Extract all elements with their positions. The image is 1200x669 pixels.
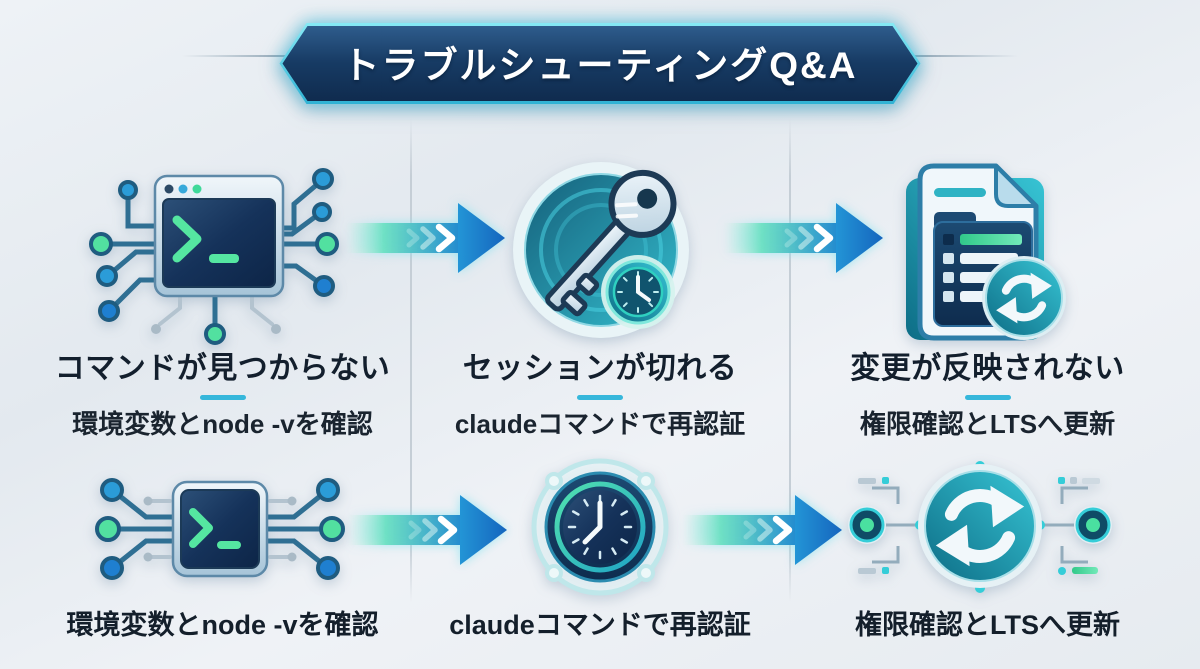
- flow-arrow-4: [683, 495, 842, 565]
- circuit-lines: [872, 486, 1088, 564]
- terminal-window: [171, 480, 269, 578]
- terminal-window: [153, 174, 285, 298]
- sync-circle-icon: [918, 464, 1042, 588]
- answer-text: 環境変数とnode -vを確認: [72, 409, 373, 439]
- bottom-label-3: 権限確認とLTSへ更新: [855, 610, 1120, 640]
- circuit-traces: [112, 490, 328, 568]
- sync-badge-icon: [982, 256, 1066, 340]
- key-session-clock-icon: [513, 162, 689, 338]
- folded-corner: [994, 164, 1038, 208]
- column-divider-2: [789, 118, 791, 602]
- node-right: [1074, 506, 1112, 544]
- terminal-circuit-icon: [89, 168, 339, 345]
- chevron-right-icon: [408, 515, 458, 545]
- column-changes-not-applied: 変更が反映されない 権限確認とLTSへ更新: [795, 351, 1180, 440]
- document-sync-icon: [906, 163, 1066, 341]
- question-heading: 変更が反映されない: [850, 352, 1125, 385]
- banner-side-line-right: [906, 55, 1018, 57]
- question-heading: セッションが切れる: [462, 352, 738, 385]
- answer-text: claudeコマンドで再認証: [454, 409, 746, 439]
- terminal-chip-icon: [95, 478, 345, 580]
- column-command-not-found: コマンドが見つからない 環境変数とnode -vを確認: [25, 351, 420, 440]
- question-heading: コマンドが見つからない: [54, 352, 391, 385]
- chevron-right-icon: [406, 223, 456, 253]
- banner-glow-border: トラブルシューティングQ&A: [280, 23, 921, 104]
- banner-side-line-left: [182, 55, 294, 57]
- circuit-nodes: [89, 168, 339, 345]
- circuit-dashes: [858, 477, 1100, 575]
- prompt-cursor: [217, 541, 241, 549]
- accent-underline: [964, 395, 1011, 400]
- chevron-right-icon: [743, 515, 793, 545]
- accent-underline: [199, 395, 246, 400]
- key-icon: [545, 169, 677, 317]
- flow-arrow-2: [724, 203, 883, 273]
- bezel-lugs: [545, 472, 655, 582]
- flow-arrow-1: [346, 203, 505, 273]
- prompt-cursor: [209, 254, 239, 263]
- flow-arrow-3: [348, 495, 507, 565]
- clock-ticks: [567, 494, 633, 560]
- circuit-traces: [103, 179, 325, 329]
- clock-icon: [531, 458, 669, 596]
- prompt-chevron-icon: [172, 215, 202, 263]
- column-divider-1: [410, 118, 412, 602]
- chevron-right-icon: [784, 223, 834, 253]
- circuit-nodes: [95, 478, 345, 580]
- node-left: [848, 506, 886, 544]
- clock-badge-icon: [601, 255, 675, 329]
- title-banner: トラブルシューティングQ&A: [280, 23, 921, 104]
- column-session-expires: セッションが切れる claudeコマンドで再認証: [415, 351, 785, 440]
- sync-network-icon: [848, 461, 1112, 593]
- clock-hands: [582, 500, 603, 545]
- answer-text: 権限確認とLTSへ更新: [859, 409, 1116, 439]
- prompt-chevron-icon: [189, 508, 213, 548]
- bottom-label-1: 環境変数とnode -vを確認: [66, 610, 379, 640]
- bottom-label-2: claudeコマンドで再認証: [449, 610, 751, 640]
- accent-underline: [577, 395, 623, 400]
- page-title: トラブルシューティングQ&A: [342, 45, 858, 86]
- banner-body: トラブルシューティングQ&A: [283, 26, 918, 101]
